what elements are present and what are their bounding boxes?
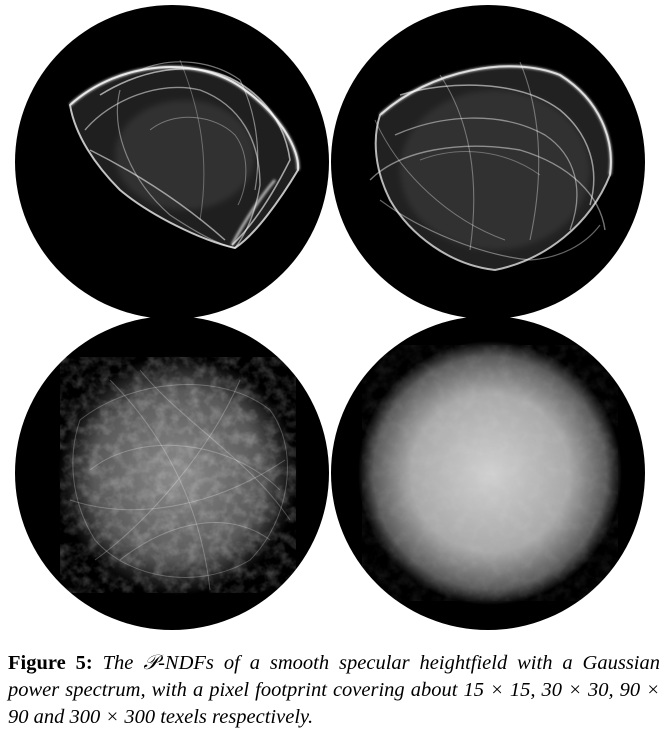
pndf-panel-300x300 [331,316,645,630]
pndf-figure [15,5,645,630]
pndf-panel-15x15 [15,5,329,319]
caption-label: Figure 5: [8,652,93,674]
figure-caption: Figure 5: The 𝒫-NDFs of a smooth specula… [8,650,660,731]
pndf-panel-90x90 [15,316,329,630]
caption-text: The 𝒫-NDFs of a smooth specular heightfi… [8,652,661,728]
pndf-panel-30x30 [331,5,645,319]
